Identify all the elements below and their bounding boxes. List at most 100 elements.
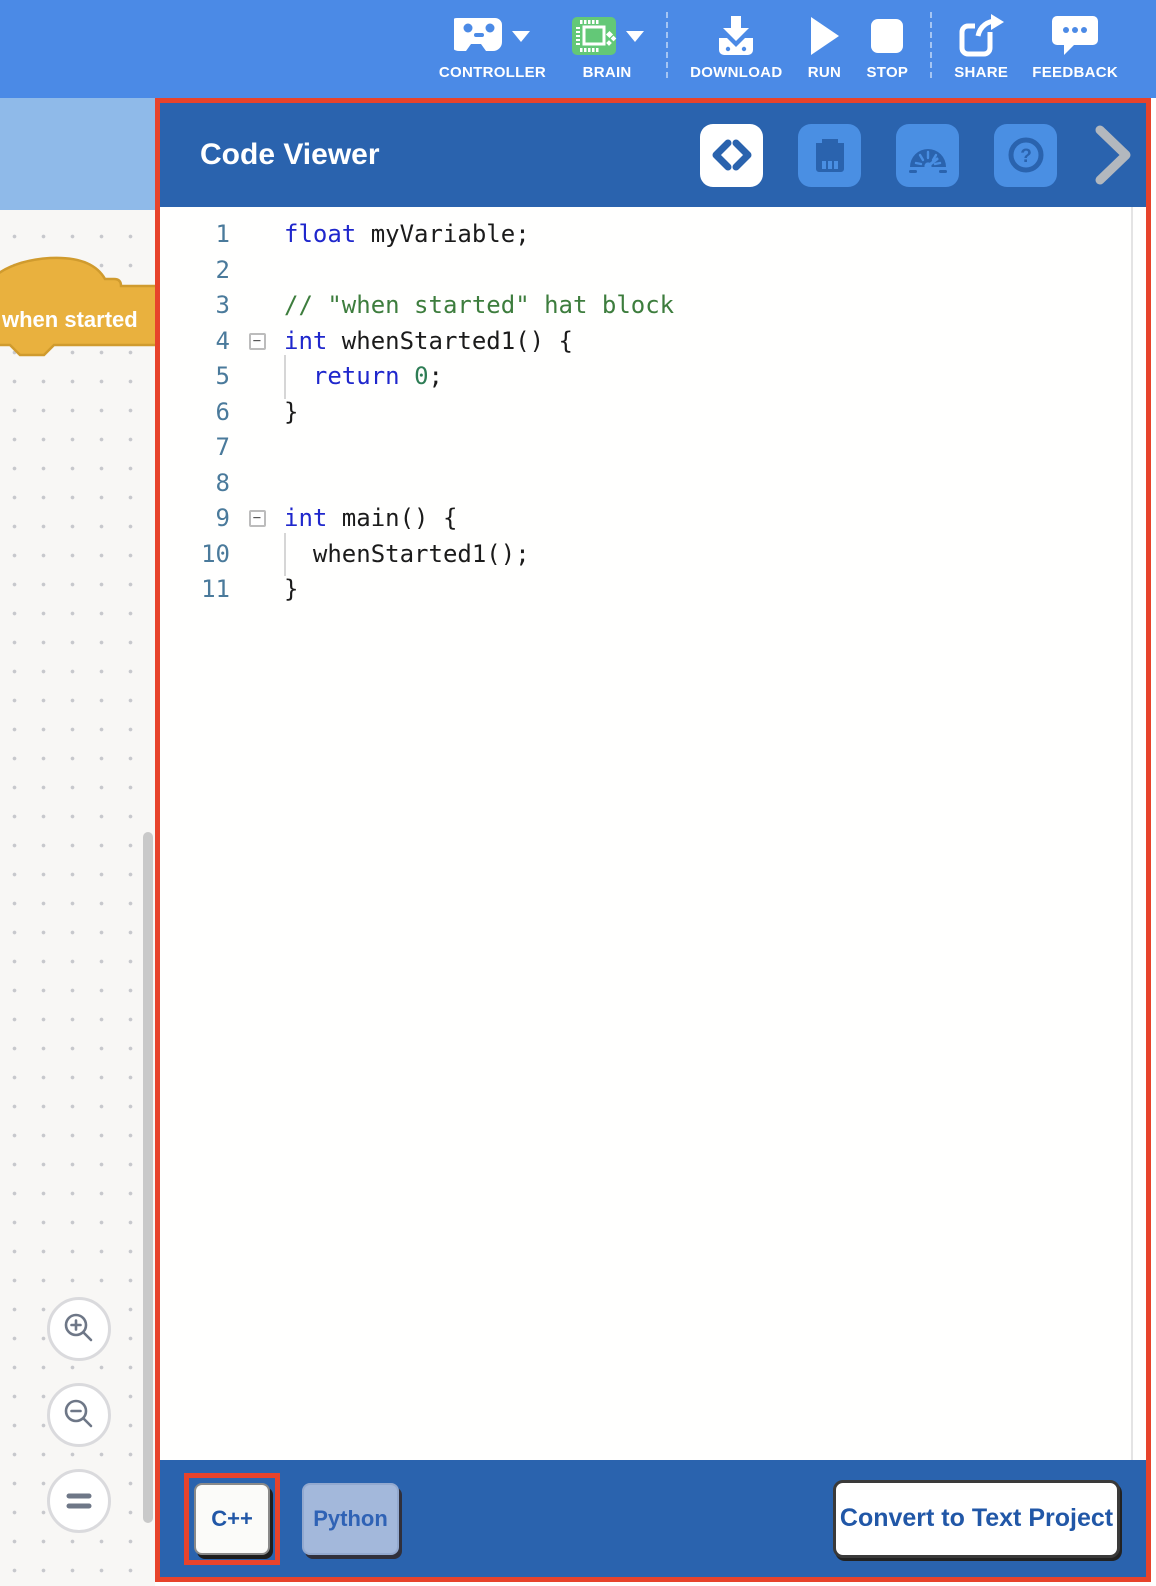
code-token: // "when started" hat block xyxy=(284,291,675,319)
code-token xyxy=(284,362,313,390)
code-text: int main() { xyxy=(284,501,457,537)
stop-label: STOP xyxy=(866,64,909,81)
gauge-icon xyxy=(908,149,947,173)
code-text: } xyxy=(284,395,298,431)
dashboard-button[interactable] xyxy=(896,123,959,187)
share-icon xyxy=(959,14,1005,57)
code-token: 0 xyxy=(414,362,429,390)
brain-icon xyxy=(572,17,617,55)
code-text: return 0; xyxy=(284,355,443,398)
fold-column: − xyxy=(230,501,284,537)
download-label: DOWNLOAD xyxy=(690,64,783,81)
download-button[interactable]: DOWNLOAD xyxy=(690,10,782,81)
brain-dropdown-caret-icon[interactable] xyxy=(626,30,645,42)
code-viewer-title: Code Viewer xyxy=(200,138,380,171)
tab-python[interactable]: Python xyxy=(302,1482,399,1555)
code-token: myVariable; xyxy=(356,220,530,248)
fold-column xyxy=(230,359,284,395)
code-token: main() { xyxy=(327,504,458,532)
code-line: 2 xyxy=(160,253,1146,289)
fold-column xyxy=(230,288,284,324)
share-button[interactable]: SHARE xyxy=(954,10,1008,81)
tab-cpp[interactable]: C++ xyxy=(194,1482,270,1555)
line-number: 3 xyxy=(215,291,230,319)
top-bar-divider xyxy=(930,12,933,78)
code-text: } xyxy=(284,572,298,608)
stop-icon xyxy=(871,19,904,53)
zoom-in-icon xyxy=(64,1313,93,1342)
code-token: float xyxy=(284,220,357,248)
editor-scrollbar-track[interactable] xyxy=(1131,207,1133,1460)
line-number: 4 xyxy=(215,326,230,355)
workspace-scrollbar[interactable] xyxy=(143,832,153,1523)
code-line: 6} xyxy=(160,395,1146,431)
fold-column xyxy=(230,466,284,502)
fold-column xyxy=(230,217,284,253)
zoom-out-button[interactable] xyxy=(47,1383,111,1447)
code-token xyxy=(400,362,414,390)
zoom-in-button[interactable] xyxy=(47,1297,111,1361)
line-number: 7 xyxy=(215,433,230,461)
when-started-block[interactable]: when started xyxy=(0,253,155,359)
code-line: 11} xyxy=(160,572,1146,608)
brain-device-icon xyxy=(815,139,844,172)
share-label: SHARE xyxy=(954,64,1009,81)
line-number: 6 xyxy=(215,397,230,426)
run-button[interactable]: RUN xyxy=(806,10,842,81)
reset-zoom-icon xyxy=(66,1493,92,1509)
code-viewer-footer: C++ Python Convert to Text Project xyxy=(160,1460,1146,1577)
code-line: 3 // "when started" hat block xyxy=(160,288,1146,324)
fold-collapse-button[interactable]: − xyxy=(248,332,266,350)
chevron-right-icon xyxy=(1095,125,1131,185)
when-started-block-label: when started xyxy=(1,307,138,332)
fold-collapse-button[interactable]: − xyxy=(248,510,266,528)
feedback-label: FEEDBACK xyxy=(1032,64,1118,81)
fold-column: − xyxy=(230,324,284,360)
feedback-icon xyxy=(1052,16,1099,55)
stop-button[interactable]: STOP xyxy=(866,10,908,81)
code-text: whenStarted1(); xyxy=(284,532,530,576)
code-text: int whenStarted1() { xyxy=(284,324,573,360)
fold-column xyxy=(230,395,284,431)
convert-to-text-project-button[interactable]: Convert to Text Project xyxy=(833,1479,1120,1558)
code-token: return xyxy=(312,362,400,390)
help-icon: ? xyxy=(1008,137,1043,173)
block-palette-area[interactable] xyxy=(0,98,155,210)
code-line: 4−int whenStarted1() { xyxy=(160,324,1146,360)
controller-button[interactable]: CONTROLLER xyxy=(439,10,546,81)
code-token: } xyxy=(284,575,299,603)
cpp-tab-highlight: C++ xyxy=(184,1472,280,1565)
code-viewer-header: Code Viewer xyxy=(160,103,1146,207)
code-line: 10 whenStarted1(); xyxy=(160,532,1146,576)
line-number: 9 xyxy=(215,504,230,532)
reset-zoom-button[interactable] xyxy=(47,1469,111,1533)
code-text: // "when started" hat block xyxy=(284,288,674,324)
code-token: int xyxy=(284,504,328,532)
help-button[interactable]: ? xyxy=(994,123,1057,187)
code-token: whenStarted1(); xyxy=(284,539,530,568)
code-viewer-toolbar: ? xyxy=(700,123,1146,187)
run-icon xyxy=(811,17,840,55)
top-bar: CONTROLLER BRAIN xyxy=(0,0,1156,98)
controller-icon xyxy=(454,18,503,51)
code-text: float myVariable; xyxy=(284,217,530,253)
line-number: 8 xyxy=(215,468,230,497)
code-line: 9−int main() { xyxy=(160,501,1146,537)
top-bar-divider xyxy=(666,12,669,78)
code-token: ; xyxy=(428,362,443,390)
controller-dropdown-caret-icon[interactable] xyxy=(512,30,531,42)
line-number: 2 xyxy=(215,255,230,284)
feedback-button[interactable]: FEEDBACK xyxy=(1032,10,1118,81)
code-view-button[interactable] xyxy=(700,123,763,187)
code-line: 8 xyxy=(160,466,1146,502)
fold-column xyxy=(230,572,284,608)
brain-button[interactable]: BRAIN xyxy=(570,10,645,81)
brain-device-button[interactable] xyxy=(798,123,861,187)
block-workspace[interactable]: when started xyxy=(0,210,155,1586)
brain-label: BRAIN xyxy=(582,64,632,81)
code-token: int xyxy=(284,326,328,355)
collapse-panel-button[interactable] xyxy=(1094,124,1134,186)
